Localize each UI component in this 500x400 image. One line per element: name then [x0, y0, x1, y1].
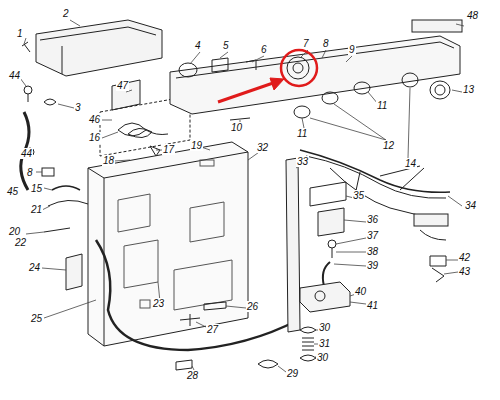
callout-number: 19 — [190, 140, 203, 151]
callout-number: 38 — [366, 246, 379, 257]
callout-number: 47 — [116, 80, 129, 91]
callout-number: 8 — [322, 38, 330, 49]
callout-number: 44 — [20, 148, 33, 159]
callout-number: 20 — [8, 226, 21, 237]
callout-number: 39 — [366, 260, 379, 271]
callout-number: 12 — [382, 140, 395, 151]
callout-number: 33 — [296, 156, 309, 167]
callout-number: 2 — [62, 8, 70, 19]
callout-number: 34 — [464, 200, 477, 211]
callout-number: 44 — [8, 70, 21, 81]
callout-number: 27 — [206, 324, 219, 335]
callout-number: 3 — [74, 102, 82, 113]
callout-number: 5 — [222, 40, 230, 51]
callout-number: 11 — [296, 128, 308, 139]
callout-number: 13 — [462, 84, 475, 95]
callout-number: 11 — [376, 100, 388, 111]
callout-number: 15 — [30, 183, 43, 194]
callout-number: 46 — [88, 114, 101, 125]
callout-number: 23 — [152, 298, 165, 309]
callout-number: 30 — [316, 352, 329, 363]
callout-number: 22 — [14, 237, 27, 248]
callout-number: 41 — [366, 300, 379, 311]
callout-number: 24 — [28, 262, 41, 273]
callout-number: 29 — [286, 368, 299, 379]
callout-number: 17 — [162, 144, 175, 155]
callout-number: 36 — [366, 214, 379, 225]
callout-number: 28 — [186, 370, 199, 381]
callout-number: 25 — [30, 313, 43, 324]
callout-number: 16 — [88, 132, 101, 143]
callout-number: 1 — [16, 28, 24, 39]
callout-number: 14 — [404, 158, 417, 169]
callout-number: 48 — [466, 10, 479, 21]
callout-number: 8 — [26, 167, 34, 178]
callout-number: 9 — [348, 44, 356, 55]
callout-number: 30 — [318, 322, 331, 333]
callout-number: 21 — [30, 204, 43, 215]
callout-number: 40 — [354, 286, 367, 297]
callout-number: 45 — [6, 186, 19, 197]
callout-number: 42 — [458, 252, 471, 263]
callout-number: 43 — [458, 266, 471, 277]
callout-number: 31 — [318, 338, 331, 349]
callout-number: 18 — [102, 155, 115, 166]
callout-number: 26 — [246, 301, 259, 312]
callout-number: 32 — [256, 142, 269, 153]
callout-number: 6 — [260, 44, 268, 55]
callout-number: 7 — [302, 38, 310, 49]
callout-number: 37 — [366, 230, 379, 241]
callout-number: 35 — [352, 190, 365, 201]
callout-number: 4 — [194, 40, 202, 51]
callout-number: 10 — [230, 122, 243, 133]
